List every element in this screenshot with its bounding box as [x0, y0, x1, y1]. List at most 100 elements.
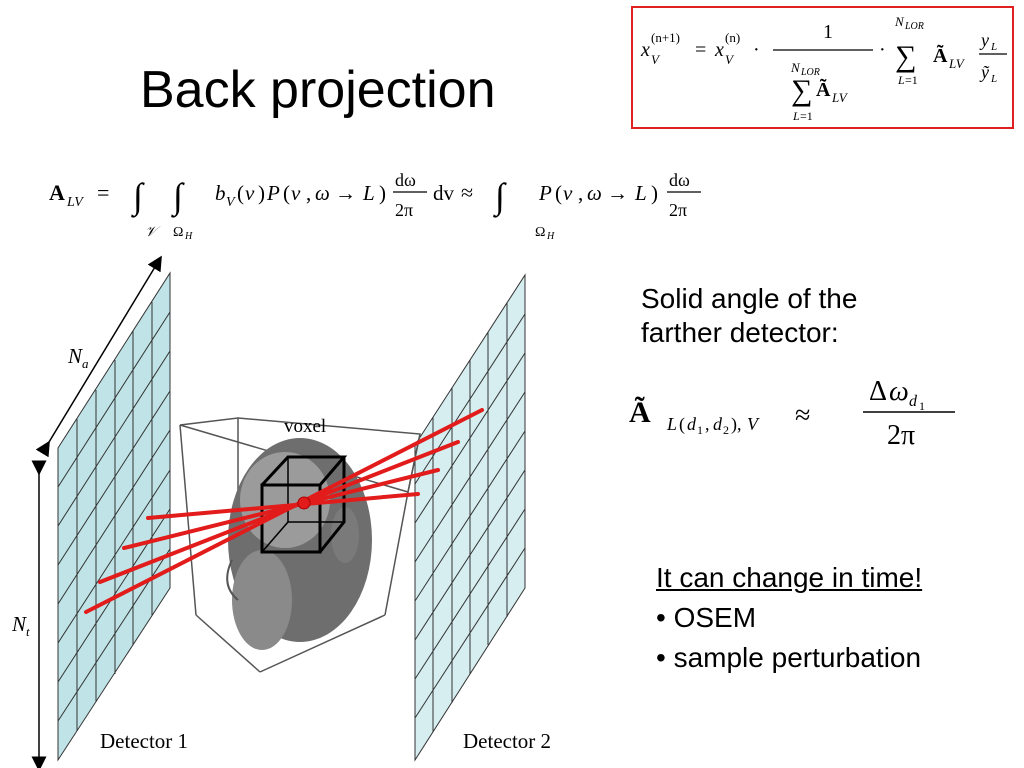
svg-text:v⃗: v⃗ [245, 181, 271, 205]
svg-text:): ) [258, 181, 265, 205]
slide-title: Back projection [140, 61, 496, 119]
change-heading: It can change in time! [656, 562, 923, 593]
axis-na-sub: a [82, 356, 89, 372]
solid-angle-formula: Ã L ( d 1 , d 2 ), V ≈ Δ ω d 1 2π [629, 376, 955, 448]
svg-text:=: = [695, 39, 706, 61]
svg-text:=1: =1 [905, 73, 918, 87]
axis-nt-label: Nt [12, 612, 30, 640]
svg-text:x: x [714, 39, 724, 61]
svg-text:=: = [97, 180, 109, 205]
svg-text:N: N [894, 14, 905, 29]
svg-text:P: P [266, 181, 280, 205]
svg-text:d: d [713, 414, 723, 434]
svg-text:H: H [184, 231, 193, 240]
svg-text:): ) [651, 181, 658, 205]
svg-text:LV: LV [66, 195, 84, 210]
svg-text:L: L [990, 41, 997, 53]
svg-text:Ã: Ã [933, 44, 948, 67]
svg-text:V: V [747, 414, 760, 434]
dimension-arrow-na [35, 255, 162, 458]
svg-text:(: ( [283, 181, 290, 205]
svg-text:2π: 2π [669, 200, 687, 220]
voxel-label: voxel [284, 416, 327, 437]
svg-text:1: 1 [697, 423, 703, 437]
svg-text:): ) [379, 181, 386, 205]
svg-text:N: N [790, 60, 801, 75]
svg-text:ω: ω [889, 376, 909, 407]
svg-text:∑: ∑ [895, 40, 916, 73]
svg-text:Ω: Ω [173, 225, 183, 240]
svg-text:v⃗: v⃗ [291, 181, 317, 205]
svg-text:L: L [634, 181, 647, 205]
svg-text:L: L [990, 73, 997, 85]
solid-angle-text: Solid angle of the farther detector: [641, 282, 857, 350]
svg-text:LV: LV [948, 56, 966, 71]
svg-text:(: ( [555, 181, 562, 205]
svg-text:2π: 2π [887, 420, 915, 448]
svg-text:,: , [306, 181, 311, 205]
svg-text:Ã: Ã [629, 396, 651, 429]
head-phantom [226, 438, 372, 650]
svg-text:(n+1): (n+1) [651, 30, 680, 45]
bullet-osem: • OSEM [656, 602, 757, 633]
svg-text:ỹ: ỹ [979, 62, 990, 82]
svg-text:LOR: LOR [800, 67, 820, 78]
svg-text:1: 1 [919, 399, 925, 413]
axis-nt-sub: t [26, 624, 30, 640]
svg-text:→: → [607, 181, 628, 205]
svg-text:1: 1 [823, 21, 833, 43]
svg-text:LOR: LOR [904, 21, 924, 32]
svg-text:ω⃗: ω⃗ [315, 181, 346, 205]
svg-text:·: · [753, 39, 760, 61]
svg-text:dv: dv [433, 181, 455, 205]
svg-text:Δ: Δ [869, 376, 887, 407]
svg-text:2: 2 [723, 423, 729, 437]
bullet-sample-perturbation: • sample perturbation [656, 642, 922, 673]
update-formula-box: x V (n+1) = x V (n) · 1 N LOR ∑ L =1 Ã L… [631, 6, 1014, 129]
update-formula: x V (n+1) = x V (n) · 1 N LOR ∑ L =1 Ã L… [640, 14, 1007, 123]
svg-text:≈: ≈ [795, 400, 810, 431]
detector-1-label: Detector 1 [100, 729, 189, 753]
svg-text:),: ), [731, 414, 742, 435]
system-matrix-formula: A LV = ∫ 𝒱 ∫ Ω H b V ( v⃗ ) P ( v⃗ , ω⃗ … [49, 170, 701, 240]
svg-text:y: y [979, 30, 989, 50]
solid-angle-line1: Solid angle of the [641, 283, 858, 314]
axis-na-label: Na [68, 344, 89, 372]
svg-text:∫: ∫ [171, 176, 185, 218]
svg-text:(n): (n) [725, 30, 740, 45]
detector-2-panel [414, 273, 526, 762]
svg-text:L: L [897, 73, 905, 87]
svg-text:,: , [578, 181, 583, 205]
svg-text:L: L [362, 181, 375, 205]
svg-text:dω: dω [395, 170, 416, 190]
svg-text:(: ( [237, 181, 244, 205]
svg-text:≈: ≈ [461, 180, 473, 205]
axis-nt-main: N [12, 612, 27, 636]
svg-text:(: ( [679, 414, 685, 435]
svg-text:,: , [705, 414, 710, 434]
svg-text:A: A [49, 180, 65, 205]
svg-text:dω: dω [669, 170, 690, 190]
svg-text:=1: =1 [800, 109, 813, 123]
svg-text:·: · [879, 39, 886, 61]
svg-text:x: x [640, 39, 650, 61]
lines-of-response [84, 408, 484, 614]
svg-text:Ã: Ã [816, 78, 831, 101]
voxel-center-dot [297, 496, 311, 510]
svg-text:v⃗: v⃗ [563, 181, 589, 205]
svg-text:2π: 2π [395, 200, 413, 220]
svg-text:L: L [666, 414, 677, 434]
svg-text:L: L [792, 109, 800, 123]
svg-text:V: V [226, 195, 236, 210]
svg-text:→: → [335, 181, 356, 205]
solid-angle-line2: farther detector: [641, 317, 839, 348]
axis-na-main: N [68, 344, 83, 368]
svg-text:Ω: Ω [535, 225, 545, 240]
svg-text:∫: ∫ [493, 176, 507, 218]
svg-text:P: P [538, 181, 552, 205]
svg-text:∑: ∑ [791, 74, 812, 107]
svg-text:LV: LV [831, 90, 849, 105]
svg-text:∫: ∫ [131, 176, 145, 218]
svg-text:b: b [215, 181, 226, 205]
